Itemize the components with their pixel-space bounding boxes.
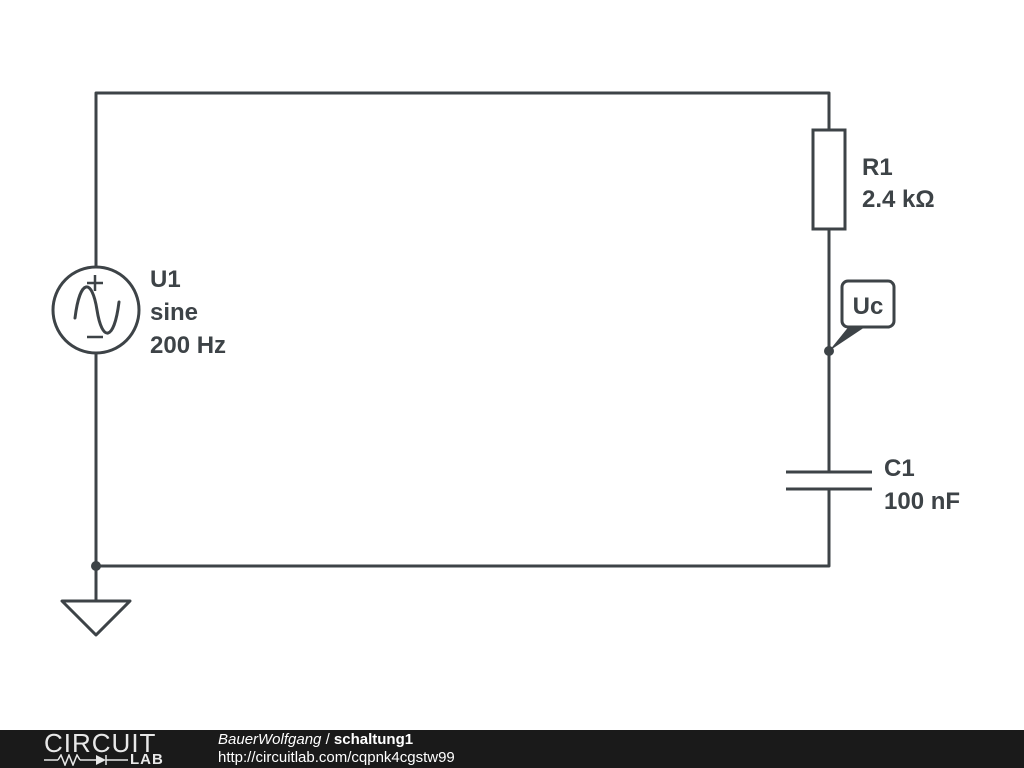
probe-uc[interactable]: Uc: [829, 279, 896, 351]
source-name-label: U1: [150, 266, 181, 293]
author-link[interactable]: BauerWolfgang: [218, 731, 322, 748]
footer-bar: CIRCUIT LAB BauerWolfgang / schaltung1 h…: [0, 730, 1024, 768]
junction-ground: [91, 561, 101, 571]
source-frequency-label: 200 Hz: [150, 332, 226, 359]
ground-icon: [60, 599, 132, 637]
source-type-label: sine: [150, 299, 198, 326]
resistor-diode-icon: [44, 754, 128, 766]
resistor-name-label: R1: [862, 154, 893, 181]
byline: BauerWolfgang / schaltung1: [218, 731, 413, 749]
logo-text-bottom: LAB: [130, 751, 164, 768]
sine-wave-icon: [73, 285, 121, 335]
schematic-title[interactable]: schaltung1: [333, 731, 414, 748]
logo-text-top: CIRCUIT: [44, 728, 157, 758]
circuitlab-logo[interactable]: CIRCUIT LAB: [44, 730, 179, 768]
capacitor-c1[interactable]: [786, 470, 872, 491]
resistor-value-label: 2.4 kΩ: [862, 186, 935, 213]
wire-top: [94, 91, 831, 269]
probe-label: Uc: [853, 293, 884, 320]
wire-bottom: [94, 351, 831, 568]
capacitor-value-label: 100 nF: [884, 488, 960, 515]
schematic-url[interactable]: http://circuitlab.com/cqpnk4cgstw99: [218, 749, 455, 766]
plus-icon: [87, 275, 103, 291]
byline-separator: /: [321, 731, 334, 748]
resistor-r1[interactable]: [811, 128, 847, 231]
probe-pointer: [829, 325, 868, 351]
sine-source-u1[interactable]: [51, 265, 141, 355]
capacitor-name-label: C1: [884, 455, 915, 482]
